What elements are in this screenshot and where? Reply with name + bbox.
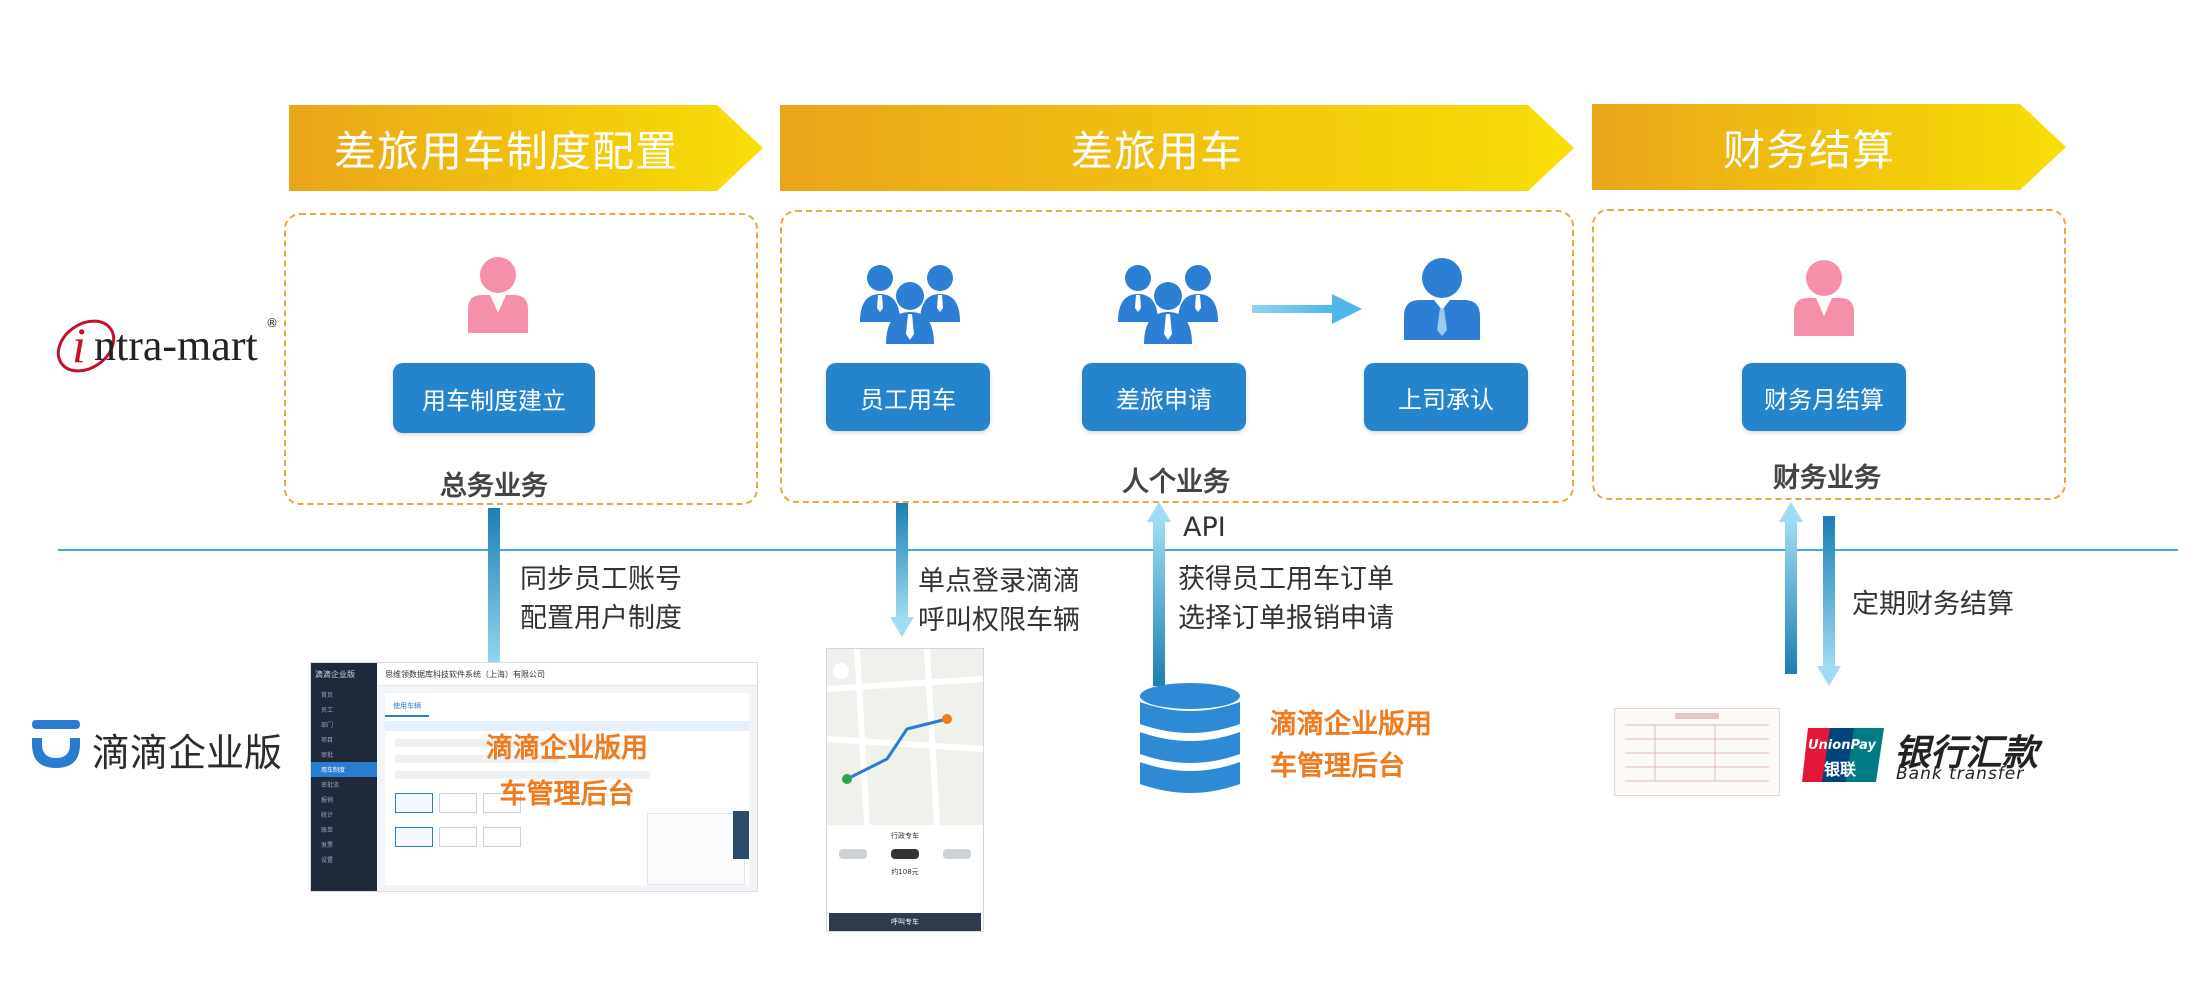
phone-car-row: [827, 849, 983, 859]
up-arrow-finance: [1779, 502, 1803, 674]
admin-company-name: 思维领数据库科技软件系统（上海）有限公司: [385, 670, 545, 679]
admin-right-panel: [647, 813, 745, 885]
admin-menu-item[interactable]: 部门: [321, 722, 334, 729]
down-arrow-sso: [890, 503, 914, 637]
intramart-registered: ®: [266, 316, 278, 330]
boss-approve-button[interactable]: 上司承认: [1364, 363, 1528, 431]
admin-car-option[interactable]: [395, 793, 433, 813]
admin-car-grid: [395, 793, 739, 813]
didi-admin-screenshot: 滴滴企业版 首页 员工 部门 项目 审批 用车制度 审批流 报销 统计 账单 发…: [310, 662, 758, 892]
employee-car-button[interactable]: 员工用车: [826, 363, 990, 431]
admin-menu-item[interactable]: 发票: [321, 842, 334, 849]
admin-menu: 首页 员工 部门 项目 审批 用车制度 审批流 报销 统计 账单 发票 设置: [311, 687, 377, 867]
didi-wordmark: 滴滴企业版: [92, 731, 283, 775]
banner-config: 差旅用车制度配置: [289, 105, 763, 191]
admin-menu-item[interactable]: 审批流: [321, 782, 340, 789]
unionpay-cn-text: 银联: [1824, 760, 1857, 779]
phone-car-option[interactable]: [943, 849, 971, 859]
boss-icon: [1404, 258, 1480, 340]
bank-transfer-en: Bank transfer: [1896, 764, 2025, 784]
admin-menu-item[interactable]: 统计: [321, 812, 334, 819]
intramart-i: i: [72, 317, 86, 373]
phone-price: 约108元: [891, 868, 919, 876]
banner-finance: 财务结算: [1592, 104, 2066, 190]
rule-setup-button[interactable]: 用车制度建立: [393, 363, 595, 433]
finance-affairs-box: [1592, 209, 2066, 500]
phone-call-button[interactable]: 呼叫专车: [829, 913, 981, 931]
admin-menu-item[interactable]: 审批: [321, 752, 334, 759]
admin-blue-strip: [385, 721, 749, 731]
phone-car-option-selected[interactable]: [891, 849, 919, 859]
admin-row: [395, 771, 650, 779]
unionpay-text: UnionPay: [1808, 738, 1876, 753]
database-icon: [1140, 683, 1240, 793]
invoice-image: [1614, 708, 1780, 796]
intramart-logo: i ntra-mart ®: [52, 310, 282, 380]
admin-car-grid: [395, 827, 739, 847]
phone-bottom-panel: 行政专车 约108元 呼叫专车: [827, 825, 983, 931]
banner-travel: 差旅用车: [780, 105, 1574, 191]
periodic-text: 定期财务结算: [1852, 589, 2014, 620]
admin-row: [395, 755, 559, 763]
admin-sidebar: 滴滴企业版 首页 员工 部门 项目 审批 用车制度 审批流 报销 统计 账单 发…: [311, 663, 377, 891]
up-arrow-api: [1147, 502, 1171, 686]
admin-brand: 滴滴企业版: [315, 670, 355, 679]
admin-menu-item[interactable]: 员工: [321, 707, 334, 714]
api-label: API: [1183, 512, 1226, 543]
group-icon-employee: [860, 265, 960, 344]
group-icon-travel: [1118, 265, 1218, 344]
general-affairs-box: [284, 213, 758, 505]
admin-menu-item[interactable]: 账单: [321, 827, 334, 834]
didi-phone-screenshot: 行政专车 约108元 呼叫专车: [826, 648, 984, 932]
admin-car-option[interactable]: [395, 827, 433, 847]
admin-car-option[interactable]: [483, 793, 521, 813]
personal-affairs-label: 人个业务: [1122, 467, 1230, 498]
admin-menu-item[interactable]: 首页: [321, 692, 334, 699]
unionpay-card-icon: [1802, 728, 1884, 782]
down-arrow-periodic: [1817, 516, 1841, 686]
admin-car-option[interactable]: [439, 827, 477, 847]
admin-side-tab[interactable]: [733, 811, 749, 859]
orders-text: 获得员工用车订单 选择订单报销申请: [1178, 564, 1394, 634]
person-icon-general: [468, 257, 528, 333]
intramart-wordmark: ntra-mart: [94, 321, 258, 370]
right-arrow-icon: [1252, 294, 1362, 324]
db-backend-label: 滴滴企业版用 车管理后台: [1270, 709, 1432, 782]
phone-service-type[interactable]: 行政专车: [891, 832, 919, 840]
admin-row: [395, 739, 614, 747]
person-icon-finance: [1794, 260, 1854, 336]
banner-config-label: 差旅用车制度配置: [333, 126, 678, 176]
admin-backend-label: 滴滴企业版用 车管理后台: [486, 733, 648, 810]
monthly-settle-button[interactable]: 财务月结算: [1742, 363, 1906, 431]
admin-menu-item-active[interactable]: 用车制度: [311, 762, 377, 777]
didi-logo-icon: [32, 720, 80, 768]
phone-back-button[interactable]: [833, 663, 849, 679]
unionpay-logo: UnionPay 银联: [1802, 728, 1884, 782]
banner-travel-label: 差旅用车: [1070, 126, 1243, 176]
admin-car-option[interactable]: [483, 827, 521, 847]
didi-logo: 滴滴企业版: [26, 718, 296, 778]
phone-car-option[interactable]: [839, 849, 867, 859]
sso-text: 单点登录滴滴 呼叫权限车辆: [918, 566, 1080, 636]
general-affairs-label: 总务业务: [440, 471, 548, 502]
admin-content: 使用车辆: [385, 693, 749, 885]
admin-menu-item[interactable]: 项目: [321, 737, 334, 744]
admin-tab[interactable]: 使用车辆: [385, 697, 429, 717]
invoice-lines: [1625, 713, 1769, 782]
travel-request-button[interactable]: 差旅申请: [1082, 363, 1246, 431]
personal-affairs-box: [780, 210, 1574, 503]
admin-car-option[interactable]: [439, 793, 477, 813]
admin-header: 思维领数据库科技软件系统（上海）有限公司: [377, 663, 757, 686]
phone-map: [827, 649, 983, 825]
finance-affairs-label: 财务业务: [1773, 463, 1881, 494]
intramart-swoosh-icon: [56, 319, 116, 373]
system-divider-line: [58, 549, 2178, 551]
sync-text: 同步员工账号 配置用户制度: [520, 564, 682, 634]
admin-menu-item[interactable]: 设置: [321, 857, 334, 864]
admin-menu-item[interactable]: 报销: [321, 797, 334, 804]
banner-finance-label: 财务结算: [1722, 125, 1895, 175]
bank-transfer-cn: 银行汇款: [1894, 733, 2039, 774]
